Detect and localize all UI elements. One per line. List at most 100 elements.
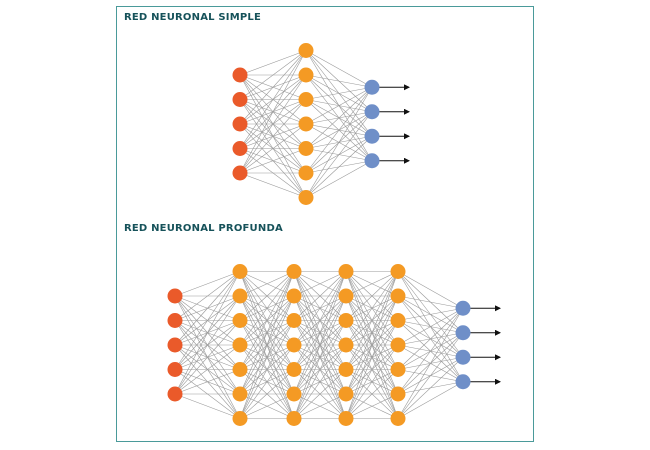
connection-line (239, 148, 307, 174)
connection-line (345, 393, 399, 419)
diagram-frame (116, 6, 534, 442)
connection-line (345, 295, 399, 419)
hidden-node (286, 386, 302, 402)
connection-line (397, 308, 464, 419)
connection-line (174, 271, 241, 297)
connection-line (293, 271, 347, 419)
connection-line (239, 271, 295, 346)
hidden-node (298, 190, 314, 205)
connection-line (174, 271, 241, 321)
connection-line (174, 344, 241, 395)
connection-line (239, 295, 295, 419)
hidden-node (286, 264, 302, 279)
connection-line (293, 369, 347, 419)
connection-line (239, 50, 307, 174)
connection-line (239, 50, 307, 149)
hidden-node (338, 313, 354, 328)
connection-line (239, 344, 295, 419)
connection-line (174, 271, 241, 370)
connection-line (397, 308, 464, 395)
output-node (364, 79, 380, 95)
connection-line (305, 87, 373, 174)
connection-line (345, 320, 399, 419)
connection-line (345, 271, 399, 346)
input-node (232, 165, 248, 181)
connection-line (305, 86, 373, 125)
connection-line (239, 271, 295, 297)
connection-line (293, 271, 347, 370)
hidden-node (232, 337, 248, 353)
hidden-node (232, 264, 248, 279)
connection-line (174, 295, 241, 395)
input-node (167, 288, 183, 304)
input-node (167, 386, 183, 402)
connection-line (397, 332, 464, 419)
connection-line (305, 160, 373, 198)
connection-line (345, 271, 399, 370)
hidden-node (390, 288, 406, 304)
input-node (167, 313, 183, 328)
hidden-node (338, 264, 354, 279)
connection-line (397, 307, 464, 346)
hidden-node (390, 264, 406, 279)
hidden-node (232, 313, 248, 328)
output-node (364, 104, 380, 120)
connection-line (174, 369, 241, 395)
hidden-node (338, 411, 354, 426)
simple-connections (239, 50, 373, 198)
input-node (232, 67, 248, 83)
connection-line (305, 87, 373, 149)
connection-line (239, 320, 295, 419)
connection-line (239, 50, 307, 76)
connection-line (305, 86, 373, 100)
connection-line (239, 172, 307, 198)
connection-line (305, 136, 373, 198)
connection-line (293, 271, 347, 346)
connection-line (239, 50, 307, 100)
deep-connections (174, 271, 464, 419)
hidden-node (390, 313, 406, 328)
connection-line (239, 369, 295, 419)
output-node (455, 300, 471, 316)
connection-line (305, 74, 373, 88)
connection-line (239, 271, 295, 395)
connection-line (397, 357, 464, 419)
connection-line (174, 393, 241, 419)
connection-line (293, 295, 347, 419)
output-node (455, 349, 471, 365)
connection-line (293, 344, 347, 419)
simple-network-title: RED NEURONAL SIMPLE (124, 12, 262, 23)
connection-line (293, 320, 347, 419)
hidden-node (338, 337, 354, 353)
hidden-node (232, 362, 248, 377)
hidden-node (286, 337, 302, 353)
connection-line (174, 320, 241, 395)
simple-network (232, 43, 410, 205)
connection-line (397, 271, 464, 309)
hidden-node (390, 411, 406, 426)
deep-network (167, 264, 501, 426)
input-node (167, 362, 183, 377)
output-node (364, 128, 380, 144)
connection-line (397, 307, 464, 321)
connection-line (293, 393, 347, 419)
hidden-node (298, 92, 314, 107)
hidden-node (338, 362, 354, 377)
connection-line (345, 271, 399, 297)
hidden-node (298, 116, 314, 132)
connection-line (239, 123, 307, 174)
hidden-node (338, 288, 354, 304)
output-node (364, 153, 380, 169)
connection-line (239, 271, 295, 370)
hidden-node (286, 411, 302, 426)
hidden-node (298, 43, 314, 58)
input-node (232, 141, 248, 156)
hidden-node (232, 411, 248, 426)
input-node (232, 116, 248, 132)
hidden-node (232, 288, 248, 304)
connection-line (239, 271, 295, 419)
hidden-node (298, 141, 314, 156)
connection-line (397, 308, 464, 370)
output-node (455, 374, 471, 390)
